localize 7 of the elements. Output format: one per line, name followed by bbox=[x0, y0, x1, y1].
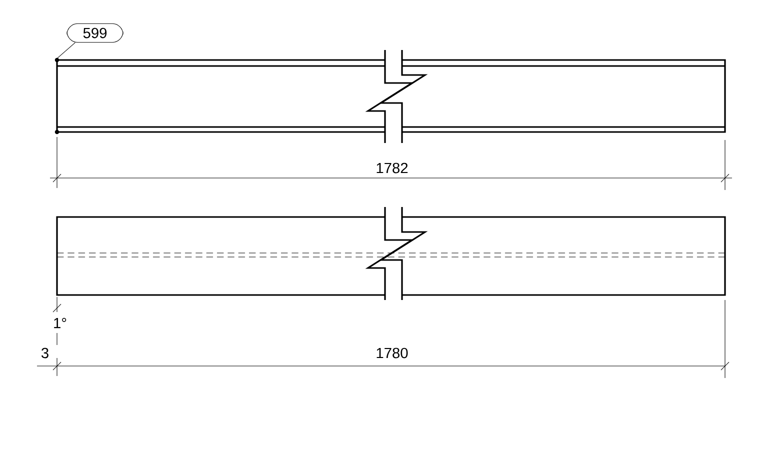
dimension-text: 1780 bbox=[374, 346, 410, 360]
angle-text: 1° bbox=[52, 316, 68, 330]
dimension-text: 1782 bbox=[374, 161, 410, 175]
dimension-text: 3 bbox=[40, 346, 50, 360]
beam-drawing bbox=[54, 50, 726, 143]
leader-line bbox=[56, 42, 76, 60]
callout-bubble: 599 bbox=[66, 23, 124, 43]
